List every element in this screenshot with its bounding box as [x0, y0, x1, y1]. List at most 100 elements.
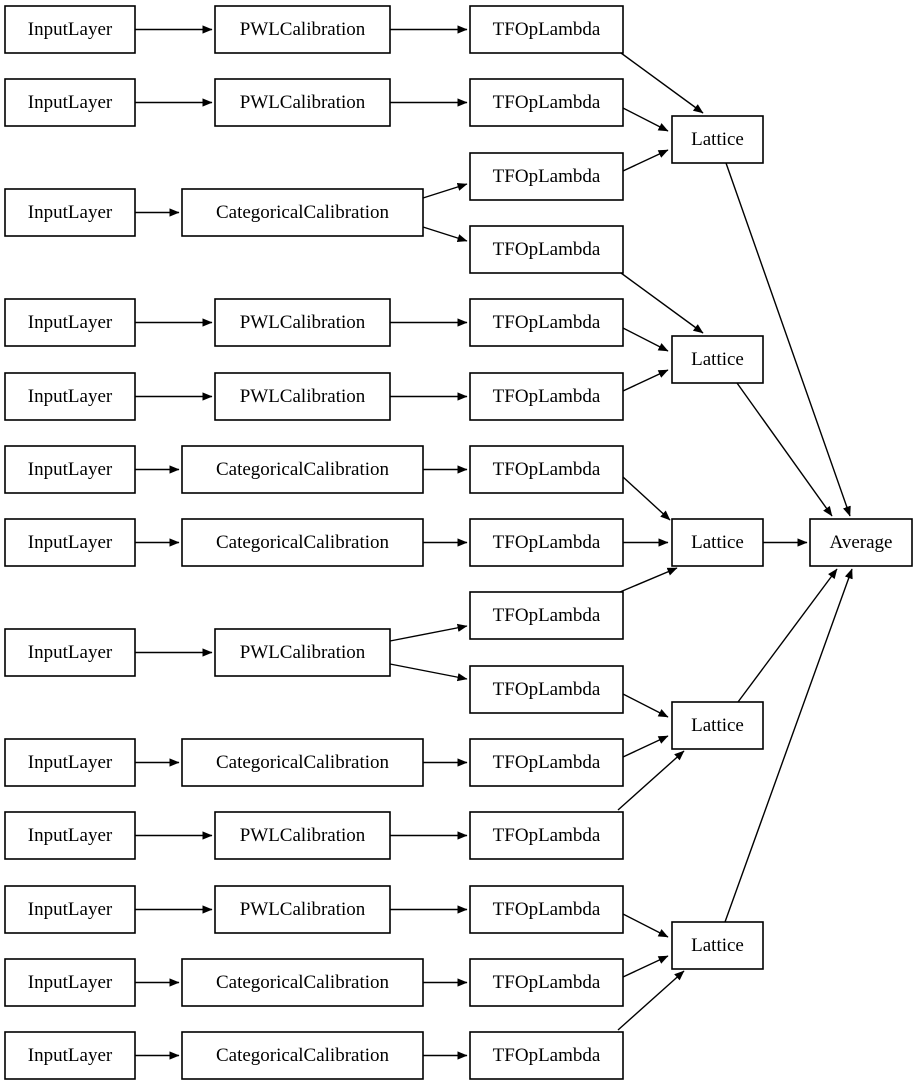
edge-c3-t3: [422, 182, 468, 199]
edge-t2-l1: [622, 107, 669, 132]
node-box-c7: [181, 518, 424, 567]
node-lambda-t9: TFOpLambda: [469, 591, 624, 640]
node-label-c7: CategoricalCalibration: [216, 532, 390, 553]
edge-t14-l5: [622, 955, 669, 978]
edge-t1-l1: [620, 52, 704, 114]
node-box-t13: [469, 885, 624, 934]
node-calibration-c5: PWLCalibration: [214, 372, 391, 421]
node-box-c1: [214, 5, 391, 54]
node-box-c4: [214, 298, 391, 347]
node-input-i11: InputLayer: [4, 885, 136, 934]
node-input-i1: InputLayer: [4, 5, 136, 54]
edge-c8-t9: [389, 623, 468, 642]
node-box-t6: [469, 372, 624, 421]
node-box-c3: [181, 188, 424, 237]
edge-t7-l3: [622, 476, 671, 521]
node-box-c8: [214, 628, 391, 677]
node-label-c10: PWLCalibration: [240, 825, 366, 846]
node-box-i6: [4, 445, 136, 494]
node-label-i10: InputLayer: [28, 825, 113, 846]
node-box-i1: [4, 5, 136, 54]
node-box-l2: [671, 335, 764, 384]
node-label-i13: InputLayer: [28, 1045, 113, 1066]
edge-c3-t4: [422, 226, 468, 243]
node-input-i13: InputLayer: [4, 1031, 136, 1080]
node-box-t2: [469, 78, 624, 127]
edges-layer: [135, 25, 853, 1060]
node-box-i3: [4, 188, 136, 237]
node-label-c1: PWLCalibration: [240, 19, 366, 40]
node-box-c2: [214, 78, 391, 127]
node-box-t14: [469, 958, 624, 1007]
edge-l1-avg: [725, 162, 851, 517]
node-label-l1: Lattice: [691, 129, 744, 150]
node-lambda-t6: TFOpLambda: [469, 372, 624, 421]
node-label-l3: Lattice: [691, 532, 744, 553]
edge-t9-l3: [619, 567, 678, 593]
edge-t3-l1: [622, 149, 669, 172]
edge-t15-l5: [617, 970, 685, 1031]
edge-l4-avg: [737, 568, 838, 703]
node-label-c9: CategoricalCalibration: [216, 752, 390, 773]
node-label-c13: CategoricalCalibration: [216, 1045, 390, 1066]
node-box-avg: [809, 518, 913, 567]
node-calibration-c9: CategoricalCalibration: [181, 738, 424, 787]
node-lambda-t13: TFOpLambda: [469, 885, 624, 934]
node-label-l5: Lattice: [691, 935, 744, 956]
node-box-t7: [469, 445, 624, 494]
node-label-t10: TFOpLambda: [493, 679, 601, 700]
node-input-i10: InputLayer: [4, 811, 136, 860]
node-label-i5: InputLayer: [28, 386, 113, 407]
node-box-t1: [469, 5, 624, 54]
node-lambda-t5: TFOpLambda: [469, 298, 624, 347]
node-average-avg: Average: [809, 518, 913, 567]
node-box-c11: [214, 885, 391, 934]
node-label-c4: PWLCalibration: [240, 312, 366, 333]
node-lambda-t10: TFOpLambda: [469, 665, 624, 714]
node-calibration-c11: PWLCalibration: [214, 885, 391, 934]
node-label-i8: InputLayer: [28, 642, 113, 663]
node-calibration-c8: PWLCalibration: [214, 628, 391, 677]
node-lattice-l5: Lattice: [671, 921, 764, 970]
node-box-t4: [469, 225, 624, 274]
node-label-t4: TFOpLambda: [493, 239, 601, 260]
node-label-c6: CategoricalCalibration: [216, 459, 390, 480]
node-calibration-c13: CategoricalCalibration: [181, 1031, 424, 1080]
node-box-t10: [469, 665, 624, 714]
node-input-i6: InputLayer: [4, 445, 136, 494]
node-label-t15: TFOpLambda: [493, 1045, 601, 1066]
node-lambda-t14: TFOpLambda: [469, 958, 624, 1007]
node-lattice-l4: Lattice: [671, 701, 764, 750]
node-box-t11: [469, 738, 624, 787]
node-label-t2: TFOpLambda: [493, 92, 601, 113]
node-lambda-t8: TFOpLambda: [469, 518, 624, 567]
node-calibration-c7: CategoricalCalibration: [181, 518, 424, 567]
edge-l5-avg: [724, 568, 853, 923]
node-box-c13: [181, 1031, 424, 1080]
node-box-i12: [4, 958, 136, 1007]
node-input-i4: InputLayer: [4, 298, 136, 347]
node-input-i12: InputLayer: [4, 958, 136, 1007]
node-box-l5: [671, 921, 764, 970]
node-label-avg: Average: [830, 532, 893, 553]
node-input-i7: InputLayer: [4, 518, 136, 567]
node-box-i11: [4, 885, 136, 934]
node-label-i2: InputLayer: [28, 92, 113, 113]
node-label-l2: Lattice: [691, 349, 744, 370]
node-lattice-l1: Lattice: [671, 115, 764, 164]
node-label-c2: PWLCalibration: [240, 92, 366, 113]
edge-t4-l2: [620, 272, 704, 334]
node-input-i9: InputLayer: [4, 738, 136, 787]
node-label-c3: CategoricalCalibration: [216, 202, 390, 223]
node-label-i9: InputLayer: [28, 752, 113, 773]
node-box-i10: [4, 811, 136, 860]
edge-t10-l4: [622, 693, 669, 718]
node-box-c6: [181, 445, 424, 494]
edge-t11-l4: [622, 735, 669, 758]
node-box-i8: [4, 628, 136, 677]
node-label-t12: TFOpLambda: [493, 825, 601, 846]
node-label-t7: TFOpLambda: [493, 459, 601, 480]
node-box-i2: [4, 78, 136, 127]
node-box-i13: [4, 1031, 136, 1080]
